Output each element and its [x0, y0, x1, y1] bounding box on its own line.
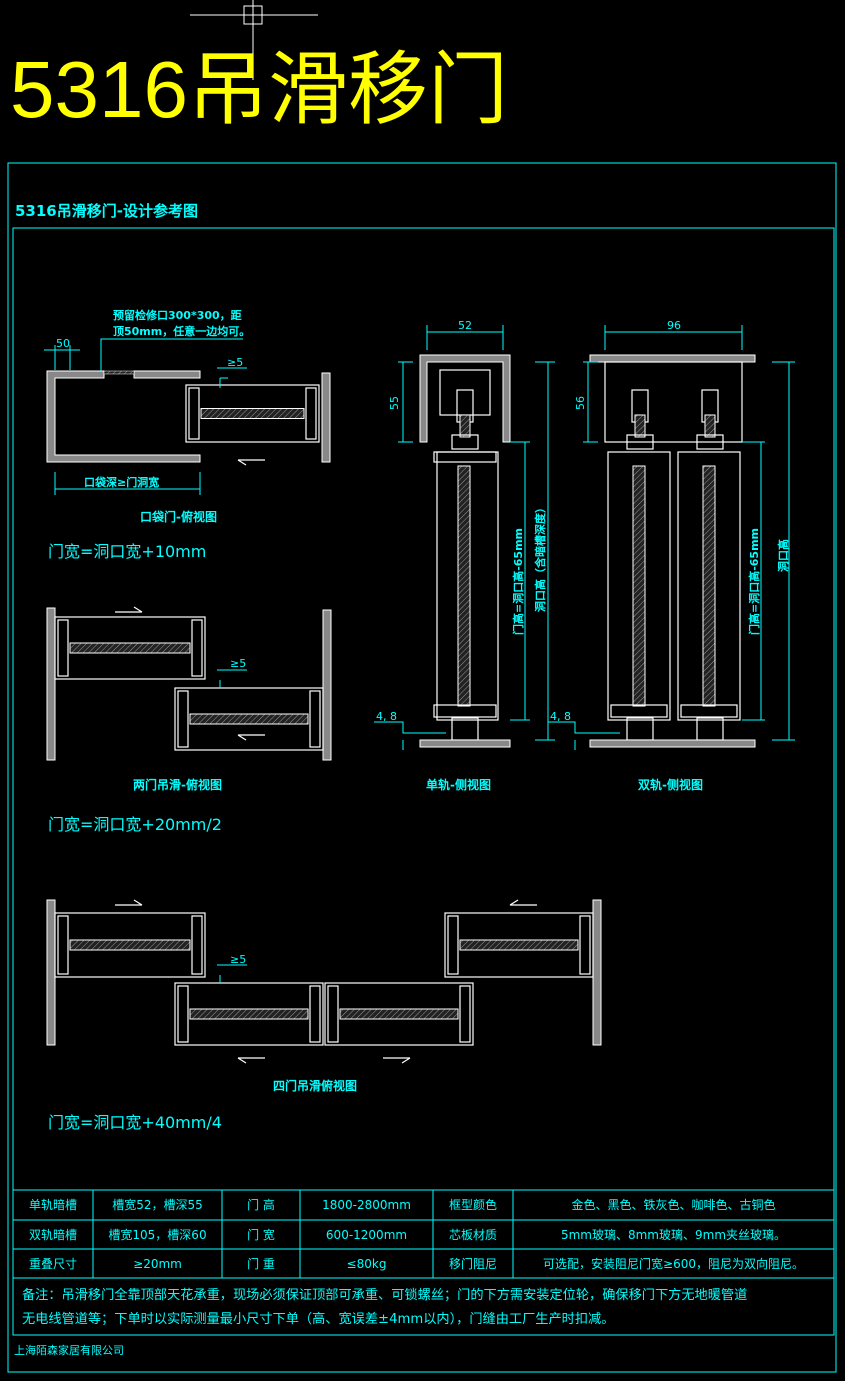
door-panel	[54, 616, 206, 680]
pocket-caption: 口袋门-俯视图	[140, 509, 217, 524]
access-note-2: 顶50mm，任意一边均可。	[113, 324, 250, 338]
table-cell: 框型颜色	[449, 1197, 497, 1212]
company-name: 上海陌森家居有限公司	[14, 1343, 124, 1357]
table-cell: 槽宽105，槽深60	[108, 1227, 206, 1242]
table-cell: 5mm玻璃、8mm玻璃、9mm夹丝玻璃。	[561, 1228, 786, 1242]
two-door-gap: ≥5	[230, 657, 246, 670]
gap-label: ≥5	[227, 356, 243, 369]
pocket-formula: 门宽=洞口宽+10mm	[48, 542, 206, 561]
access-note-1: 预留检修口300*300，距	[113, 308, 242, 322]
table-cell: ≥20mm	[133, 1257, 182, 1271]
double-depth: 56	[574, 396, 587, 410]
table-cell: 可选配，安装阻尼门宽≥600，阻尼为双向阻尼。	[543, 1256, 804, 1271]
table-cell: 重叠尺寸	[29, 1257, 77, 1271]
crosshair-cursor-icon	[190, 0, 318, 80]
table-cell: 门 高	[247, 1197, 275, 1212]
four-door-gap: ≥5	[230, 953, 246, 966]
door-panel	[185, 384, 320, 443]
four-door-caption: 四门吊滑俯视图	[273, 1078, 357, 1093]
table-cell: 门 宽	[247, 1227, 275, 1242]
inner-frame	[12, 227, 835, 1336]
double-gap: 4, 8	[550, 710, 571, 723]
double-door-height: 门高=洞口高-65mm	[747, 528, 761, 635]
notes-line-2: 无电线管道等；下单时以实际测量最小尺寸下单（高、宽误差±4mm以内），门缝由工厂…	[22, 1310, 614, 1327]
two-door-caption: 两门吊滑-俯视图	[133, 777, 222, 792]
spec-table: 单轨暗槽 槽宽52，槽深55 门 高 1800-2800mm 框型颜色 金色、黑色、铁灰色…	[12, 1189, 835, 1279]
door-panel	[174, 982, 324, 1046]
four-door-formula: 门宽=洞口宽+40mm/4	[48, 1113, 222, 1132]
table-cell: 槽宽52，槽深55	[112, 1197, 203, 1212]
double-caption: 双轨-侧视图	[638, 777, 703, 792]
two-door-formula: 门宽=洞口宽+20mm/2	[48, 815, 222, 834]
single-door-height: 门高=洞口高-65mm	[511, 528, 525, 635]
table-cell: 1800-2800mm	[322, 1198, 411, 1212]
four-door-plan: ≥5 四门吊滑俯视图	[46, 899, 602, 1093]
table-cell: 移门阻尼	[449, 1256, 497, 1271]
door-section	[677, 389, 741, 741]
dim-50: 50	[56, 337, 70, 350]
single-opening-height: 洞口高（含暗槽深度）	[533, 502, 547, 612]
table-cell: 600-1200mm	[326, 1228, 407, 1242]
double-rail-side-view: 96 56 门高=洞口高-65mm 洞口高 4, 8 双轨-侧视图	[548, 319, 795, 792]
door-panel	[174, 687, 324, 751]
outer-frame	[7, 162, 837, 1373]
two-door-plan: ≥5 两门吊滑-俯视图	[46, 606, 332, 792]
sheet-subtitle: 5316吊滑移门-设计参考图	[15, 202, 198, 220]
table-cell: 门 重	[247, 1256, 275, 1271]
table-cell: 单轨暗槽	[29, 1197, 77, 1212]
door-panel	[444, 912, 594, 978]
table-cell: 双轨暗槽	[29, 1227, 77, 1242]
double-width: 96	[667, 319, 681, 332]
single-rail-side-view: 52 55 门高=洞口高-65mm 洞口高（含暗槽深度） 4, 8 单轨-侧视图	[374, 319, 555, 792]
notes-line-1: 备注：吊滑移门全靠顶部天花承重，现场必须保证顶部可承重、可锁螺丝；门的下方需安装…	[22, 1286, 747, 1303]
door-panel	[324, 982, 474, 1046]
door-panel	[54, 912, 206, 978]
single-gap: 4, 8	[376, 710, 397, 723]
table-cell: ≤80kg	[347, 1257, 387, 1271]
main-title: 5316吊滑移门	[10, 45, 508, 134]
pocket-depth-label: 口袋深≥门洞宽	[84, 475, 159, 489]
double-opening-height: 洞口高	[776, 539, 790, 572]
table-cell: 金色、黑色、铁灰色、咖啡色、古铜色	[571, 1197, 775, 1212]
table-cell: 芯板材质	[449, 1228, 497, 1242]
single-caption: 单轨-侧视图	[426, 777, 491, 792]
single-width: 52	[458, 319, 472, 332]
pocket-door-plan: 50 预留检修口300*300，距 顶50mm，任意一边均可。 ≥5 口袋深≥门…	[44, 308, 331, 524]
door-section	[607, 389, 671, 741]
single-depth: 55	[388, 396, 401, 410]
